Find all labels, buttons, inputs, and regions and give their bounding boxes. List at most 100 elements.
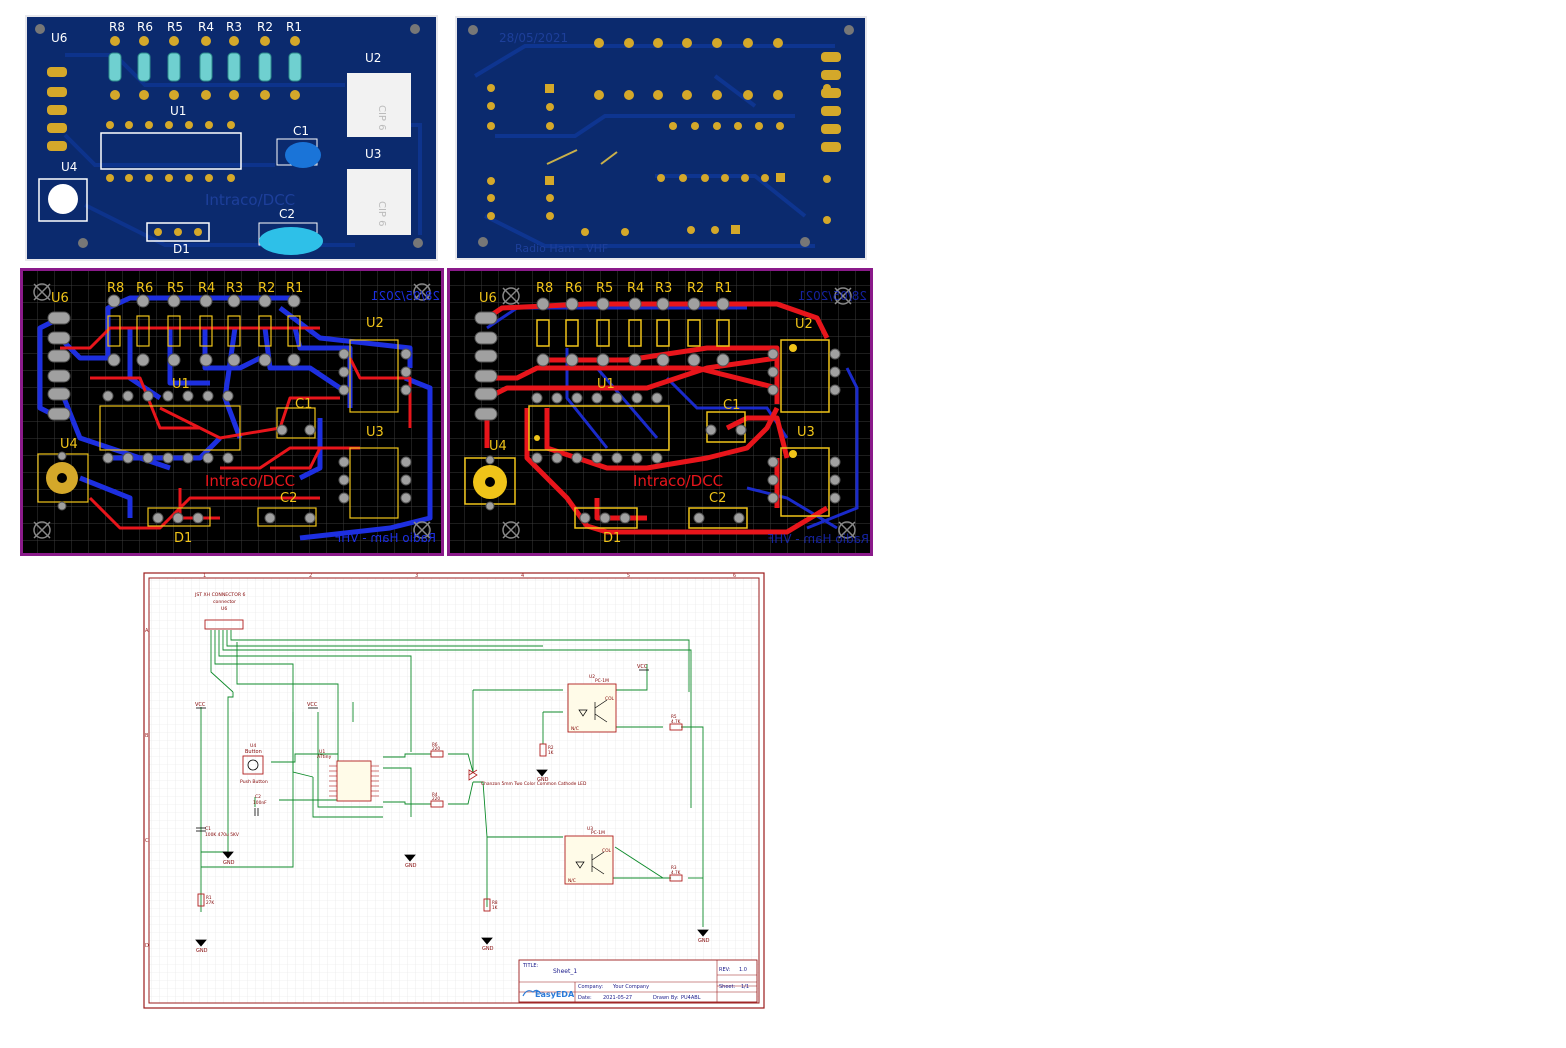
r8-label: R8 — [536, 281, 553, 296]
d1-label: D1 — [173, 242, 190, 256]
c1-value: 100K 470u 5KV — [205, 832, 239, 838]
u1-ref: U1 — [319, 749, 325, 755]
tb-drawn: PU4ABL — [681, 995, 701, 1001]
u2-label: U2 — [366, 316, 384, 331]
silkscreen — [37, 315, 399, 527]
bicolor-led — [468, 769, 478, 781]
opto-u2-col: COL — [605, 696, 615, 702]
opto-u3-ref: U3 — [587, 826, 593, 832]
r4-value: 220 — [432, 796, 440, 801]
r4-label: R4 — [198, 20, 214, 34]
brand-silk: Intraco/DCC — [633, 472, 723, 490]
capacitor-c1 — [285, 142, 321, 168]
connector-title: JST XH CONNECTOR 6 — [194, 592, 245, 598]
c2-label: C2 — [709, 491, 726, 506]
opto-u3-value: PC-1M — [591, 830, 605, 836]
connector-ref: U6 — [221, 606, 227, 612]
opto-u2-nc: N/C — [571, 726, 579, 732]
r1-label: R1 — [286, 20, 302, 34]
mounting-hole — [410, 24, 420, 34]
bottom-copper — [37, 295, 433, 541]
mounting-hole — [78, 238, 88, 248]
r5-value: 4.7K — [671, 719, 681, 724]
bottom-copper — [486, 306, 859, 530]
inner-frame — [148, 577, 760, 1004]
footer-silk: Radio Ham - VHF — [767, 532, 869, 546]
outer-frame — [143, 572, 765, 1009]
r6-ref: R6 — [432, 742, 438, 747]
svg-text:CIP 6: CIP 6 — [376, 105, 387, 131]
c1-label: C1 — [293, 124, 309, 138]
resistor-row — [108, 36, 302, 100]
tb-rev-label: REV: — [719, 967, 731, 973]
row-letter: A — [145, 628, 149, 634]
gnd-label: GND — [405, 863, 417, 869]
col-number: 6 — [733, 573, 736, 579]
tb-company: Your Company — [612, 984, 649, 990]
pcb-3d-top-view: U6 R8 R6 R5 R4 R3 R2 R1 U1 — [25, 15, 438, 261]
date-silk: 28/05/2021 — [371, 289, 440, 303]
r1-value: 27K — [206, 900, 214, 905]
u6-label: U6 — [51, 31, 67, 45]
r1-label: R1 — [286, 281, 303, 296]
footer-silk: Radio Ham - VHF — [515, 242, 608, 255]
tb-sheet: 1/1 — [741, 984, 749, 990]
r4-label: R4 — [627, 281, 644, 296]
r8-ref: R8 — [492, 900, 498, 905]
u2-label: U2 — [795, 317, 813, 332]
r2-value: 1K — [548, 750, 554, 755]
r6-label: R6 — [137, 20, 153, 34]
u3-label: U3 — [366, 425, 384, 440]
u2-label: U2 — [365, 51, 381, 65]
tb-title-label: TITLE: — [522, 963, 539, 969]
tb-date-label: Date: — [578, 995, 592, 1001]
title-block — [518, 959, 758, 1003]
opto-u2-value: PC-1M — [595, 678, 609, 684]
r2-label: R2 — [258, 281, 275, 296]
r4-label: R4 — [198, 281, 215, 296]
jst-connector — [204, 619, 244, 630]
c2-value: 100nF — [253, 800, 267, 806]
u4-label: U4 — [489, 439, 507, 454]
opto-u2-ref: U2 — [589, 674, 595, 680]
col-number: 5 — [627, 573, 630, 579]
d1-label: D1 — [174, 531, 192, 546]
r3-label: R3 — [655, 281, 672, 296]
opto-u3 — [564, 835, 614, 885]
r5-label: R5 — [167, 20, 183, 34]
row-letter: D — [145, 943, 149, 949]
r4-ref: R4 — [432, 792, 438, 797]
opto-u2 — [567, 683, 617, 733]
col-number: 1 — [203, 573, 206, 579]
gnd-label: GND — [537, 777, 549, 783]
pcb-3d-bottom-view: 28/05/2021 Radio Ham - VHF — [455, 16, 867, 260]
brand-silk: Intraco/DCC — [205, 191, 295, 209]
vcc-label: VCC — [637, 664, 648, 670]
board-outline — [447, 268, 873, 556]
r6-value: 220 — [432, 746, 440, 751]
r1-label: R1 — [715, 281, 732, 296]
tb-sheet-label: Sheet: — [719, 984, 735, 990]
tb-date: 2021-05-27 — [603, 995, 632, 1001]
u6-label: U6 — [479, 291, 497, 306]
col-number: 4 — [521, 573, 524, 579]
tb-company-label: Company: — [578, 984, 603, 990]
r2-label: R2 — [257, 20, 273, 34]
button-name: Button — [245, 749, 262, 755]
pads — [47, 294, 412, 524]
r6-label: R6 — [565, 281, 582, 296]
pcb-layout-top: U6 R8 R6 R5 R4 R3 R2 R1 U1 C1 C2 U2 U3 U… — [20, 268, 444, 556]
u1-label: U1 — [172, 377, 190, 392]
pushbutton-u4 — [48, 184, 78, 214]
u3-label: U3 — [365, 147, 381, 161]
r1-ref: R1 — [206, 895, 212, 900]
pcb-layout-top-red: U6 R8 R6 R5 R4 R3 R2 R1 U1 C1 C2 U2 U3 U… — [447, 268, 873, 556]
r3-ref: R3 — [671, 865, 677, 870]
button-label: Push Button — [240, 779, 268, 785]
capacitor-c2 — [259, 227, 323, 255]
svg-text:CIP 6: CIP 6 — [376, 201, 387, 227]
pads — [474, 297, 841, 524]
r3-value: 4.7K — [671, 870, 681, 875]
svg-text:EasyEDA: EasyEDA — [535, 990, 575, 999]
vcc-label: VCC — [195, 702, 206, 708]
